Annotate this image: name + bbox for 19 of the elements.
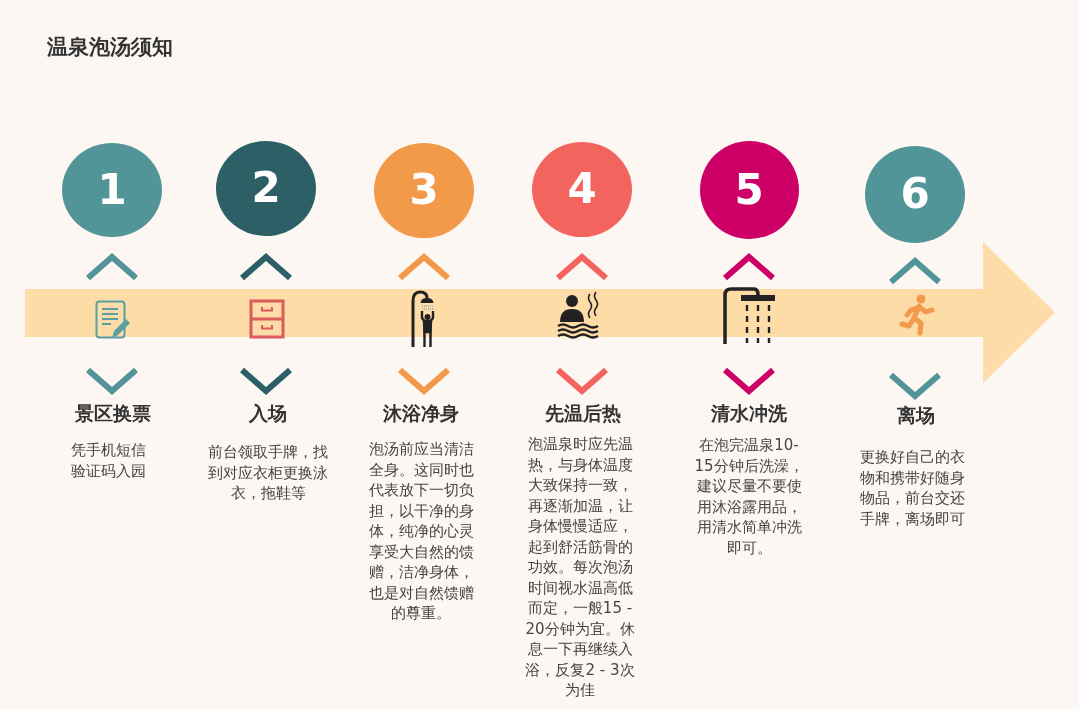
step-description: 更换好自己的衣物和携带好随身物品，前台交还手牌，离场即可 [858,447,966,529]
title: 温泉泡汤须知 [47,34,173,61]
step-title: 离场 [896,403,936,427]
step-title: 沐浴净身 [382,401,460,425]
step-number: 1 [97,169,127,211]
step-title: 入场 [247,401,288,425]
step-title: 清水冲洗 [710,401,788,425]
step-number: 5 [734,169,764,211]
step-number: 3 [409,169,439,211]
step-number: 2 [251,167,281,209]
step-number: 6 [900,173,930,215]
step-title: 景区换票 [74,401,152,425]
step-title: 先温后热 [544,401,622,425]
step-description: 泡汤前应当清洁全身。这同时也代表放下一切负担，以干净的身体，纯净的心灵享受大自然的馈赠，洁净身体，也是对自然馈赠的尊重。 [367,439,475,624]
step-description: 在泡完温泉10-15分钟后洗澡，建议尽量不要使用沐浴露用品，用清水简单冲洗即可。 [694,435,804,558]
step-number: 4 [567,168,597,210]
step-description: 前台领取手牌，找到对应衣柜更换泳衣，拖鞋等 [207,442,329,504]
step-description: 泡温泉时应先温热，与身体温度大致保持一致，再逐渐加温，让身体慢慢适应，起到舒活筋骨的功效。每次泡汤时间视水温高低而定，一般15 - 20分钟为宜。休息一下再继续入浴，反复2 - 3次为佳 [525,434,635,701]
step-description: 凭手机短信验证码入园 [69,440,147,481]
